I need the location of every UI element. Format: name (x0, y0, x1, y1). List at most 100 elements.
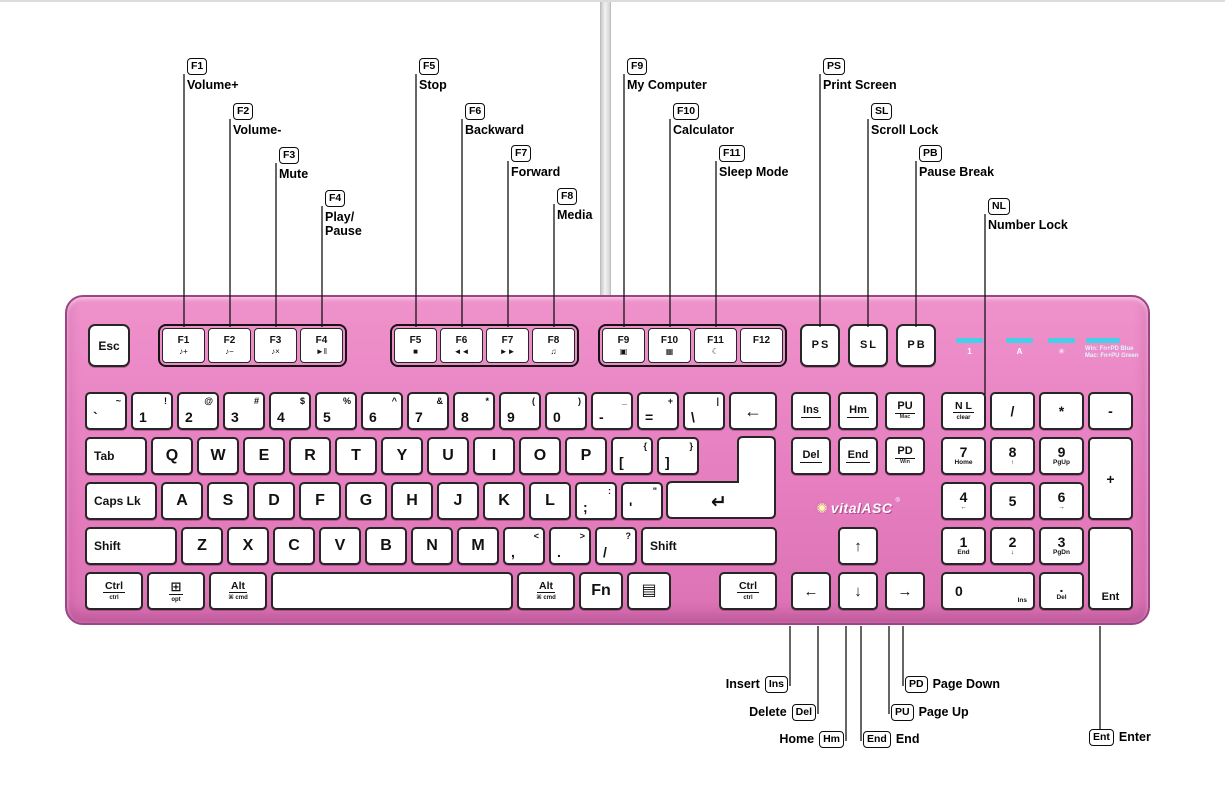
key-5: 5% (315, 392, 357, 430)
indicator-light-2 (1006, 338, 1033, 343)
key-label: I (491, 447, 497, 464)
key-semicolon: ;: (575, 482, 617, 520)
key-main: 0 (553, 409, 561, 425)
key-f11: F11☾ (694, 328, 737, 363)
key-minus: -_ (591, 392, 633, 430)
key-f: F (299, 482, 341, 520)
key-space (271, 572, 513, 610)
key-label: SL (859, 339, 879, 351)
key-label: → (897, 582, 913, 600)
key-label: X (242, 537, 254, 554)
key-1: 1! (131, 392, 173, 430)
key-label: E (258, 447, 270, 464)
key-label: Alt (229, 579, 247, 594)
key-shift: ? (625, 531, 632, 541)
key-f7: F7►► (486, 328, 529, 363)
key-label: W (210, 447, 226, 464)
key-label: U (442, 447, 454, 464)
key-sub: ⌘ cmd (228, 595, 248, 602)
callout-label-sl: Scroll Lock (871, 122, 939, 137)
key-label: Hm (847, 403, 869, 418)
key-f6-icon: ◄◄ (453, 346, 470, 356)
key-z: Z (181, 527, 223, 565)
indicator-light-1 (956, 338, 983, 343)
sun-logo-icon: ✺ (816, 500, 828, 516)
key-label: PS (811, 339, 831, 351)
key-label: V (334, 537, 346, 554)
key-sub: PgDn (1053, 549, 1070, 557)
key-y: Y (381, 437, 423, 475)
key-label: PB (907, 339, 927, 351)
key-label: Ins (801, 403, 821, 418)
key-label: F2 (223, 334, 236, 346)
key-sub: clear (956, 415, 971, 422)
callout-key-abbr-pu: PU (891, 704, 914, 721)
key-7: 7& (407, 392, 449, 430)
key-np-divide: / (990, 392, 1035, 430)
key-capslock: Caps Lk (85, 482, 157, 520)
callout-key-abbr-ps: PS (823, 58, 846, 75)
key-label: Tab (94, 449, 115, 463)
key-f4: F4►‖ (300, 328, 343, 363)
key-label: Alt (537, 579, 555, 594)
key-o: O (519, 437, 561, 475)
key-np-2: 2↓ (990, 527, 1035, 565)
callout-key-abbr-sl: SL (871, 103, 893, 120)
key-label: Del (800, 448, 822, 463)
key-f9: F9▣ (602, 328, 645, 363)
key-k: K (483, 482, 525, 520)
key-f8: F8♫ (532, 328, 575, 363)
key-label: M (471, 537, 485, 554)
key-hm: Hm (838, 392, 878, 430)
key-comma: ,< (503, 527, 545, 565)
key-label: F5 (409, 334, 422, 346)
top-rule (0, 0, 1225, 2)
key-sub: ← (960, 504, 967, 512)
key-end: End (838, 437, 878, 475)
registered-mark: ® (895, 498, 900, 504)
function-key-group-2: F5■F6◄◄F7►►F8♫ (390, 324, 579, 367)
key-shift: $ (299, 396, 305, 406)
key-e: E (243, 437, 285, 475)
key-main: 5 (323, 409, 331, 425)
callout-key-abbr-ent: Ent (1089, 729, 1114, 746)
key-main: 3 (1057, 534, 1066, 551)
key-shift: ! (164, 396, 167, 406)
key-main: 2 (1008, 534, 1017, 551)
key-arrow-left: ← (791, 572, 831, 610)
key-shift: @ (204, 396, 213, 406)
indicator-label-1: 1 (967, 347, 972, 356)
key-label: Shift (94, 539, 121, 553)
key-ps: PS (800, 324, 840, 367)
key-main: / (603, 544, 607, 560)
key-arrow-up: ↑ (838, 527, 878, 565)
indicator-label-2: A (1016, 347, 1023, 356)
key-shift: ) (578, 396, 581, 406)
key-label: D (268, 492, 280, 509)
callout-label-del: Delete (749, 705, 787, 720)
key-b: B (365, 527, 407, 565)
key-sub: Mac (899, 414, 911, 421)
key-label: Z (197, 537, 207, 554)
key-shift: " (652, 486, 657, 496)
callout-label-f2: Volume- (233, 122, 282, 137)
callout-label-f4: Play/ Pause (325, 209, 362, 238)
key-label: Fn (591, 582, 611, 599)
key-shift: | (716, 396, 719, 406)
key-grave: `~ (85, 392, 127, 430)
key-label: T (351, 447, 361, 464)
key-label: F10 (660, 334, 679, 346)
key-np-add: + (1088, 437, 1133, 520)
key-main: 8 (1008, 444, 1017, 461)
key-np-6: 6→ (1039, 482, 1084, 520)
callout-label-ins: Insert (725, 677, 760, 692)
key-sub: Del (1056, 594, 1067, 602)
